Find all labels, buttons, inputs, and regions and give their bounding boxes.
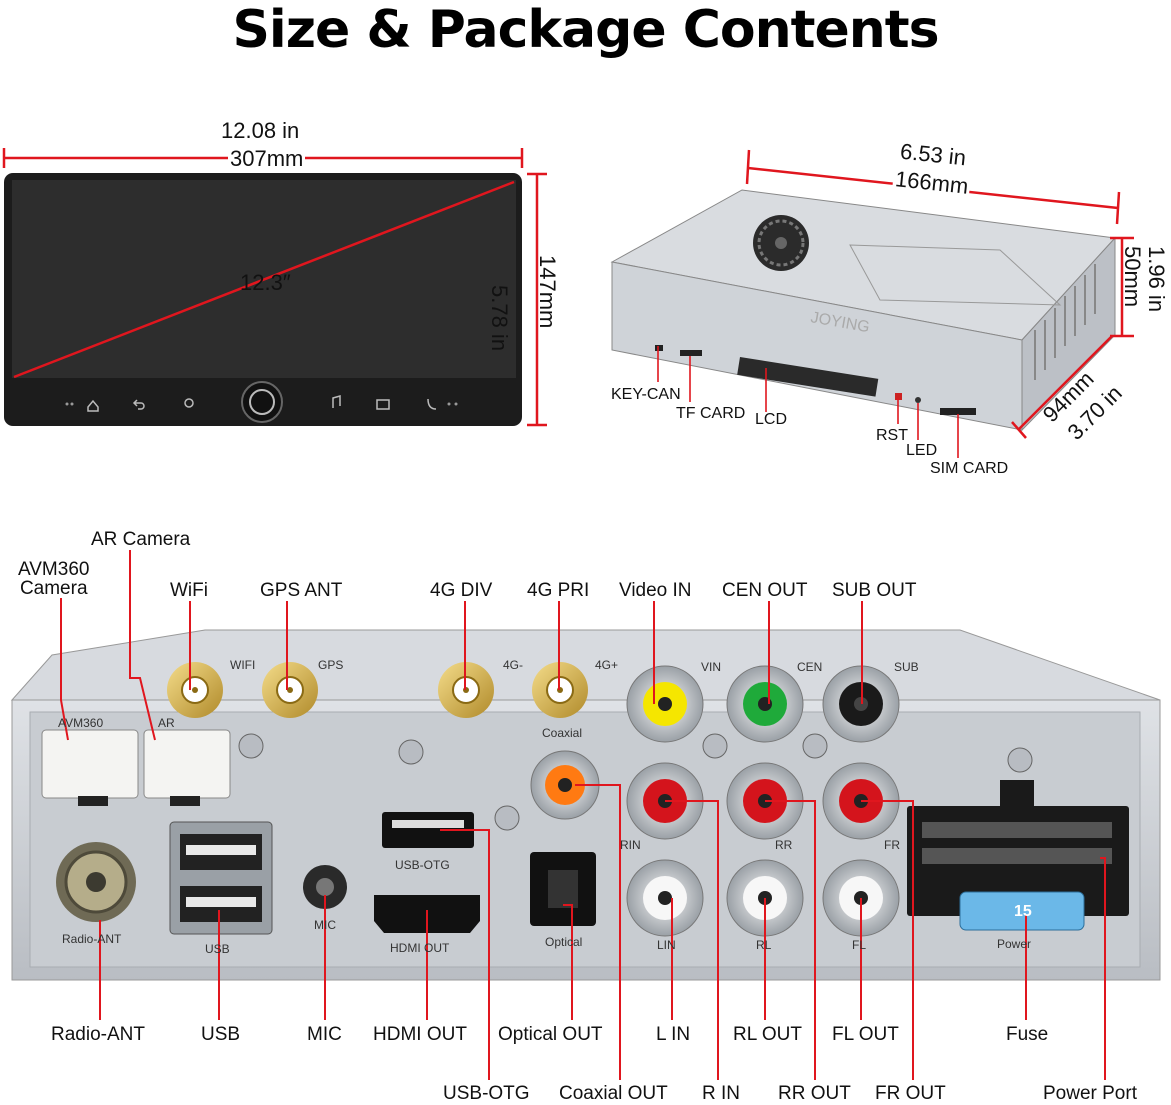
screen-width-mm: 307mm (228, 146, 306, 172)
box-height-mm: 50mm (1120, 246, 1145, 308)
label-video-in: Video IN (619, 580, 692, 601)
page-title: Size & Package Contents (232, 0, 939, 60)
label-usb-otg: USB-OTG (443, 1083, 530, 1104)
label-tf-card: TF CARD (676, 405, 746, 422)
print-usb: USB (205, 942, 230, 956)
label-power-port: Power Port (1043, 1083, 1137, 1104)
head-unit-box: JOYING (610, 189, 1117, 432)
label-ar-camera: AR Camera (91, 529, 191, 550)
print-vin: VIN (701, 660, 722, 674)
screen-height-in: 5.78 in (487, 285, 512, 352)
label-r-in: R IN (702, 1083, 740, 1104)
label-4g-pri: 4G PRI (527, 580, 590, 601)
label-sim-card: SIM CARD (930, 460, 1009, 477)
print-fl: FL (852, 938, 867, 952)
label-usb: USB (201, 1024, 241, 1045)
screen-width-in: 12.08 in (221, 118, 300, 143)
label-lcd: LCD (755, 411, 788, 428)
print-coaxial: Coaxial (542, 726, 583, 740)
label-fr-out: FR OUT (875, 1083, 946, 1104)
label-optical-out: Optical OUT (498, 1024, 603, 1045)
print-fuse-rating: 15 (1014, 903, 1032, 920)
label-rr-out: RR OUT (778, 1083, 851, 1104)
label-gps: GPS ANT (260, 580, 343, 601)
label-cen-out: CEN OUT (722, 580, 808, 601)
screen-diagonal: 12.3″ (240, 270, 291, 295)
label-rst: RST (876, 427, 908, 444)
label-radio-ant: Radio-ANT (51, 1024, 145, 1045)
print-lin: LIN (657, 938, 676, 952)
label-4g-div: 4G DIV (430, 580, 493, 601)
label-avm360: AVM360 Camera (18, 559, 90, 599)
print-fr: FR (884, 838, 900, 852)
print-avm360: AVM360 (58, 716, 104, 730)
print-ar: AR (158, 716, 175, 730)
screen-height-mm: 147mm (535, 255, 560, 329)
print-wifi: WIFI (230, 658, 256, 672)
print-cen: CEN (797, 660, 823, 674)
print-hdmi-out: HDMI OUT (390, 941, 450, 955)
print-sub: SUB (894, 660, 919, 674)
print-usb-otg: USB-OTG (395, 858, 450, 872)
label-fl-out: FL OUT (832, 1024, 899, 1045)
label-key-can: KEY-CAN (611, 386, 681, 403)
print-gps: GPS (318, 658, 344, 672)
print-4g-plus: 4G+ (595, 658, 619, 672)
rear-panel (10, 629, 1161, 981)
box-height-in: 1.96 in (1144, 246, 1169, 313)
print-mic: MIC (314, 918, 336, 932)
print-rin: RIN (620, 838, 641, 852)
label-coaxial-out: Coaxial OUT (559, 1083, 668, 1104)
label-hdmi-out: HDMI OUT (373, 1024, 467, 1045)
label-sub-out: SUB OUT (832, 580, 917, 601)
label-fuse: Fuse (1006, 1024, 1049, 1045)
label-led: LED (906, 442, 938, 459)
head-unit-screen (4, 173, 522, 426)
print-rl: RL (756, 938, 772, 952)
print-4g-minus: 4G- (503, 658, 524, 672)
label-rl-out: RL OUT (733, 1024, 802, 1045)
label-l-in: L IN (656, 1024, 691, 1045)
label-mic: MIC (307, 1024, 342, 1045)
print-radio-ant: Radio-ANT (62, 932, 122, 946)
print-rr: RR (775, 838, 793, 852)
label-wifi: WiFi (170, 580, 208, 601)
print-power: Power (997, 937, 1032, 951)
print-optical: Optical (545, 935, 583, 949)
